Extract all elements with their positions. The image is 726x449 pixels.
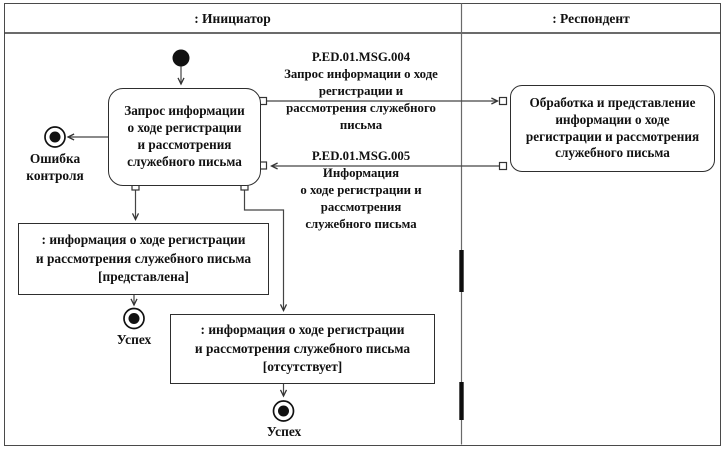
activity-request-node: Запрос информации о ходе регистрации и р…	[108, 88, 261, 186]
lane-title-initiator: : Инициатор	[194, 11, 271, 26]
final-node-success-right-core	[278, 405, 289, 417]
activity-process-node: Обработка и представление информации о х…	[510, 85, 715, 172]
final-node-error-core	[49, 131, 61, 143]
initial-node-icon	[172, 49, 190, 67]
final-success-left-label: Успех	[116, 332, 152, 347]
message-label-msg004: P.ED.01.MSG.004 Запрос информации о ходе…	[284, 50, 438, 132]
message-label-msg005: P.ED.01.MSG.005 Информация о ходе регист…	[300, 149, 422, 231]
object-node-absent: : информация о ходе регистрации и рассмо…	[170, 314, 435, 384]
final-node-success-left-core	[128, 313, 140, 324]
flow-request-to-absent	[243, 190, 284, 311]
lane-title-respondent: : Респондент	[552, 11, 630, 26]
final-error-label: Ошибка контроля	[26, 151, 84, 183]
final-success-right-label: Успех	[266, 424, 302, 439]
diagram-frame	[4, 3, 721, 446]
object-node-provided: : информация о ходе регистрации и рассмо…	[18, 223, 269, 295]
lane-divider-bar-top	[459, 250, 464, 292]
pin-process-out	[498, 161, 508, 171]
pin-process-in	[498, 96, 508, 106]
lane-divider-bar-bottom	[459, 382, 464, 420]
